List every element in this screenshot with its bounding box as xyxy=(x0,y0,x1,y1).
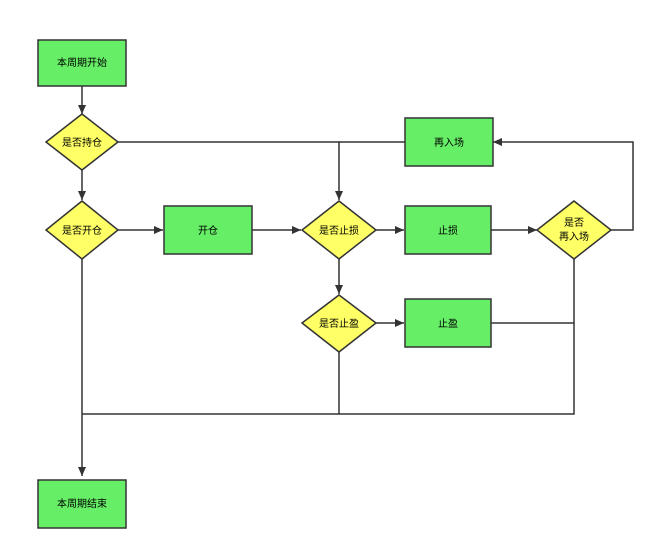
node-start: 本周期开始 xyxy=(37,39,127,87)
node-open-label: 开仓 xyxy=(198,224,218,237)
node-should-open: 是否开仓 xyxy=(44,200,120,260)
node-stop-loss-label: 止损 xyxy=(438,224,458,237)
node-should-open-label: 是否开仓 xyxy=(62,224,102,237)
node-end: 本周期结束 xyxy=(37,479,127,529)
edges xyxy=(78,86,634,476)
node-should-reenter: 是否 再入场 xyxy=(535,200,613,260)
node-is-take-profit: 是否止盈 xyxy=(300,294,378,353)
node-reenter: 再入场 xyxy=(404,117,494,167)
node-end-label: 本周期结束 xyxy=(57,497,107,510)
node-is-holding: 是否持仓 xyxy=(44,113,120,171)
node-open: 开仓 xyxy=(163,205,253,255)
node-start-label: 本周期开始 xyxy=(57,56,107,69)
node-stop-loss: 止损 xyxy=(404,205,492,255)
node-should-reenter-line2: 再入场 xyxy=(559,230,589,243)
node-is-stop-loss-label: 是否止损 xyxy=(319,224,359,237)
node-is-stop-loss: 是否止损 xyxy=(300,200,378,260)
node-take-profit: 止盈 xyxy=(404,298,492,348)
node-reenter-label: 再入场 xyxy=(434,136,464,149)
edge-holding-to-stoploss-check xyxy=(118,141,343,200)
edge-reenter-check-down xyxy=(82,259,575,415)
node-is-holding-label: 是否持仓 xyxy=(62,136,102,149)
edge-reenter-check-to-reenter xyxy=(493,138,634,231)
node-should-reenter-line1: 是否 xyxy=(564,217,584,229)
node-take-profit-label: 止盈 xyxy=(438,318,458,330)
node-is-take-profit-label: 是否止盈 xyxy=(319,318,359,330)
